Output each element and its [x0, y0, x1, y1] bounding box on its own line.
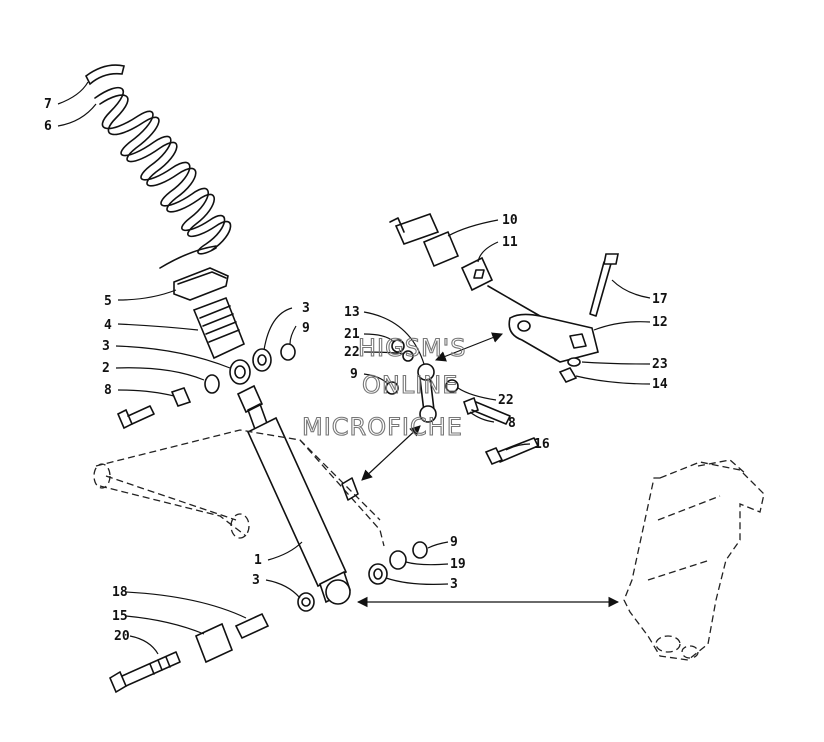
link-bolt-8: [463, 396, 511, 425]
callout-12: 12: [652, 315, 668, 330]
callout-13: 13: [344, 305, 360, 320]
link-rod: [417, 363, 437, 423]
link-nut-21: [391, 339, 405, 353]
callout-2: 2: [102, 361, 110, 376]
arrow-link-to-arm: [434, 332, 504, 362]
callout-7: 7: [44, 97, 52, 112]
callout-22-top: 22: [344, 345, 360, 360]
callout-8-right: 8: [508, 416, 516, 431]
spindle-ghost: [623, 459, 765, 661]
upper-bolt: [116, 405, 155, 430]
callout-1: 1: [254, 553, 262, 568]
link-washer-22b: [445, 379, 459, 393]
callout-21: 21: [344, 327, 360, 342]
spring-cap: [84, 64, 125, 86]
callout-23: 23: [652, 357, 668, 372]
coil-spring: [94, 86, 232, 269]
link-washer-22a: [402, 350, 414, 362]
callout-6: 6: [44, 119, 52, 134]
a-arm-ghost: [93, 429, 385, 547]
callout-19: 19: [450, 557, 466, 572]
callout-14: 14: [652, 377, 668, 392]
callout-20: 20: [114, 629, 130, 644]
link-bolt-16: [484, 437, 539, 466]
callout-5: 5: [104, 294, 112, 309]
upper-bushing-small: [280, 343, 296, 361]
callout-3-bottom-left: 3: [252, 573, 260, 588]
shock-mount-bracket: [341, 477, 359, 501]
callout-17: 17: [652, 292, 668, 307]
callout-22-right: 22: [498, 393, 514, 408]
callout-15: 15: [112, 609, 128, 624]
callout-3-bottom-right: 3: [450, 577, 458, 592]
callout-9-bottom: 9: [450, 535, 458, 550]
lower-bolt-20: [108, 651, 181, 694]
callout-18: 18: [112, 585, 128, 600]
lower-bushing-right: [368, 563, 388, 585]
callout-4: 4: [104, 318, 112, 333]
sway-bar-end: [389, 212, 460, 268]
callout-11: 11: [502, 235, 518, 250]
callout-10: 10: [502, 213, 518, 228]
washer-23: [567, 357, 581, 367]
watermark-line-1: HIGSM'S: [358, 334, 467, 362]
upper-bushing-large: [229, 359, 251, 385]
callout-labels: 7 6 5 4 3 2 8 3 9 10 11 17 12 13 21 22 9…: [44, 97, 668, 644]
shock-absorber: [236, 384, 351, 605]
lower-sleeve-18: [234, 612, 270, 640]
callout-9-link: 9: [350, 367, 358, 382]
lower-bushing-9: [412, 541, 428, 559]
upper-spacer-washer: [252, 348, 272, 372]
lower-bushing-left: [297, 592, 315, 612]
lower-sleeve-15: [194, 622, 234, 664]
lower-spacer-19: [389, 550, 407, 570]
callout-3-left: 3: [102, 339, 110, 354]
bump-stop: [192, 296, 246, 360]
watermark: HIGSM'S ONLINE MICROFICHE: [301, 333, 467, 441]
sway-bar-bushing: [460, 256, 494, 292]
nut-14: [558, 367, 578, 383]
link-bushing-9: [385, 381, 399, 395]
watermark-line-2: ONLINE: [362, 371, 458, 399]
leader-lines: [57, 81, 651, 655]
callout-9-top: 9: [302, 321, 310, 336]
upper-washer: [204, 374, 220, 394]
arrow-link-to-aarm: [361, 425, 421, 481]
callout-8-left: 8: [104, 383, 112, 398]
watermark-line-3: MICROFICHE: [302, 413, 463, 441]
arm-bolt-17: [589, 253, 619, 317]
spring-seat: [173, 267, 229, 301]
callout-3-top: 3: [302, 301, 310, 316]
sway-bar-arm: [487, 285, 599, 363]
callout-16: 16: [534, 437, 550, 452]
upper-sleeve: [170, 387, 192, 407]
